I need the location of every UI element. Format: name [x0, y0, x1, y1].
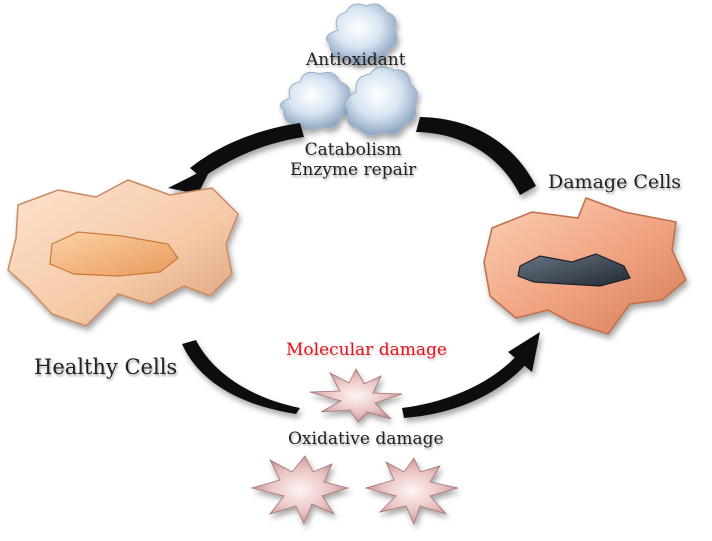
molecular-damage-label: Molecular damage	[286, 340, 447, 360]
oxidative-damage-label: Oxidative damage	[288, 429, 444, 449]
radical-icon	[309, 368, 403, 423]
antioxidant-icon	[325, 3, 398, 64]
enzyme-repair-label: Enzyme repair	[290, 159, 417, 180]
antioxidant-icon	[344, 66, 418, 136]
repair-label: Catabolism Enzyme repair	[290, 140, 417, 180]
damage-cells-label: Damage Cells	[548, 171, 682, 193]
damaged-cell	[483, 197, 687, 335]
repair-arrow	[168, 117, 536, 195]
radical-icon	[250, 455, 350, 526]
antioxidant-label: Antioxidant	[306, 50, 406, 70]
catabolism-label: Catabolism	[304, 140, 402, 160]
healthy-cell	[7, 179, 239, 327]
antioxidant-icon	[279, 71, 351, 130]
healthy-cells-label: Healthy Cells	[34, 355, 178, 379]
radical-icon	[364, 457, 459, 526]
damage-arrow	[182, 332, 540, 418]
